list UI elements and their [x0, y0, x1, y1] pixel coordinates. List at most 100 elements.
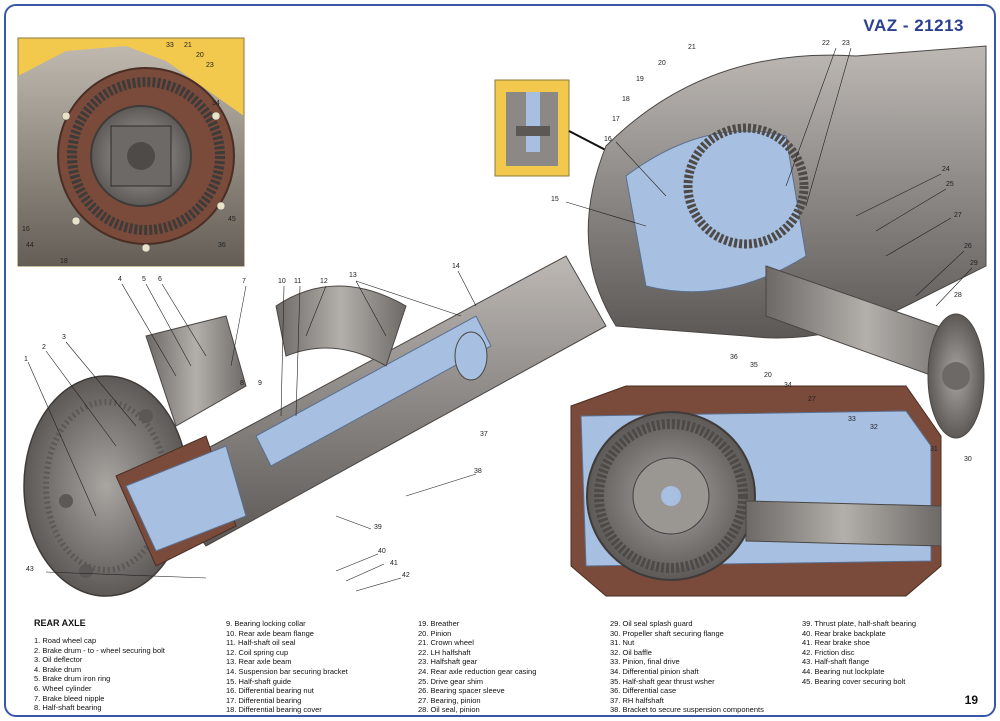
callout-29: 29	[970, 260, 978, 267]
callout-34: 34	[784, 382, 792, 389]
legend-item: 45. Bearing cover securing bolt	[802, 676, 906, 686]
legend-item: 21. Crown wheel	[418, 638, 474, 648]
callout-22: 22	[822, 40, 830, 47]
callout-13: 13	[349, 272, 357, 279]
inset-callout-23: 23	[206, 62, 214, 69]
callout-28: 28	[954, 292, 962, 299]
legend-item: 31. Nut	[610, 638, 635, 648]
callout-2: 2	[42, 344, 46, 351]
legend-item: 30. Propeller shaft securing flange	[610, 628, 724, 638]
legend-item: 5. Brake drum iron ring	[34, 674, 111, 684]
legend-item: 7. Brake bleed nipple	[34, 693, 105, 703]
callout-1: 1	[24, 356, 28, 363]
callout-39: 39	[374, 524, 382, 531]
legend-item: 3. Oil deflector	[34, 655, 83, 665]
legend-item: 34. Differential pinion shaft	[610, 666, 699, 676]
page-frame: VAZ - 21213	[4, 4, 996, 717]
inset-callout-21: 21	[184, 42, 192, 49]
callout-4: 4	[118, 276, 122, 283]
callout-16: 16	[604, 136, 612, 143]
callout-17: 17	[612, 116, 620, 123]
callout-36: 36	[730, 354, 738, 361]
callout-42: 42	[402, 572, 410, 579]
callout-27: 27	[954, 212, 962, 219]
callout-20-lower: 20	[764, 372, 772, 379]
legend-item: 36. Differential case	[610, 686, 677, 696]
legend-item: 42. Friction disc	[802, 647, 855, 657]
callout-6: 6	[158, 276, 162, 283]
callout-25: 25	[946, 181, 954, 188]
legend-item: 29. Oil seal splash guard	[610, 619, 693, 628]
legend-column-4: 29. Oil seal splash guard 30. Propeller …	[610, 619, 764, 715]
callout-19: 19	[636, 76, 644, 83]
legend-item: 9. Bearing locking collar	[226, 619, 306, 628]
inset-callout-33: 33	[166, 42, 174, 49]
inset-callout-34: 34	[212, 100, 220, 107]
legend-item: 16. Differential bearing nut	[226, 686, 314, 696]
legend-item: 44. Bearing nut lockplate	[802, 666, 885, 676]
legend-item: 18. Differential bearing cover	[226, 705, 322, 715]
rear-axle-illustration	[17, 37, 987, 597]
page-title: VAZ - 21213	[863, 16, 964, 35]
callout-15: 15	[551, 196, 559, 203]
callout-37: 37	[480, 431, 488, 438]
legend-item: 40. Rear brake backplate	[802, 628, 886, 638]
legend-item: 1. Road wheel cap	[34, 636, 97, 645]
callout-43: 43	[26, 566, 34, 573]
legend-item: 25. Drive gear shim	[418, 676, 484, 686]
legend-item: 10. Rear axle beam flange	[226, 628, 314, 638]
legend-item: 32. Oil baffle	[610, 647, 652, 657]
legend-item: 14. Suspension bar securing bracket	[226, 666, 348, 676]
legend-item: 43. Half-shaft flange	[802, 657, 870, 667]
callout-27-lower: 27	[808, 396, 816, 403]
callout-24: 24	[942, 166, 950, 173]
legend-item: 38. Bracket to secure suspension compone…	[610, 705, 764, 715]
inset-breather-detail	[494, 79, 647, 177]
legend-title: REAR AXLE	[34, 618, 86, 628]
rear-axle-beam	[155, 255, 607, 547]
callout-35: 35	[750, 362, 758, 369]
callout-5: 5	[142, 276, 146, 283]
page-number: 19	[964, 693, 978, 707]
callout-30: 30	[964, 456, 972, 463]
legend-item: 13. Rear axle beam	[226, 657, 292, 667]
callout-20: 20	[658, 60, 666, 67]
callout-12: 12	[320, 278, 328, 285]
callout-18: 18	[622, 96, 630, 103]
legend-item: 33. Pinion, final drive	[610, 657, 680, 667]
legend-item: 27. Bearing, pinion	[418, 695, 481, 705]
legend-item: 35. Half-shaft gear thrust wsher	[610, 676, 715, 686]
inset-callout-36: 36	[218, 242, 226, 249]
callout-7: 7	[242, 278, 246, 285]
legend-item: 41. Rear brake shoe	[802, 638, 870, 648]
callout-11: 11	[294, 278, 302, 285]
callout-23: 23	[842, 40, 850, 47]
legend-item: 11. Half-shaft oil seal	[226, 638, 296, 648]
callout-leader-lines	[27, 47, 973, 592]
legend-item: 15. Half-shaft guide	[226, 676, 292, 686]
callout-10: 10	[278, 278, 286, 285]
callout-31: 31	[930, 446, 938, 453]
legend-item: 8. Half-shaft bearing	[34, 703, 102, 713]
legend-item: 4. Brake drum	[34, 664, 82, 674]
legend-item: 28. Oil seal, pinion	[418, 705, 480, 715]
legend-column-1: 1. Road wheel cap 2. Brake drum - to - w…	[34, 636, 165, 713]
callout-38: 38	[474, 468, 482, 475]
callout-32: 32	[870, 424, 878, 431]
inset-callout-45: 45	[228, 216, 236, 223]
callout-41: 41	[390, 560, 398, 567]
brake-drum-assembly	[23, 315, 247, 597]
callout-26: 26	[964, 243, 972, 250]
legend-column-5: 39. Thrust plate, half-shaft bearing 40.…	[802, 619, 916, 686]
callout-9: 9	[258, 380, 262, 387]
legend-item: 2. Brake drum - to - wheel securing bolt	[34, 645, 165, 655]
callout-8: 8	[240, 380, 244, 387]
callout-21: 21	[688, 44, 696, 51]
legend-item: 6. Wheel cylinder	[34, 683, 92, 693]
legend-column-2: 9. Bearing locking collar 10. Rear axle …	[226, 619, 348, 715]
inset-callout-20: 20	[196, 52, 204, 59]
legend-item: 17. Differential bearing	[226, 695, 302, 705]
callout-14: 14	[452, 263, 460, 270]
callout-33: 33	[848, 416, 856, 423]
legend-item: 20. Pinion	[418, 628, 452, 638]
